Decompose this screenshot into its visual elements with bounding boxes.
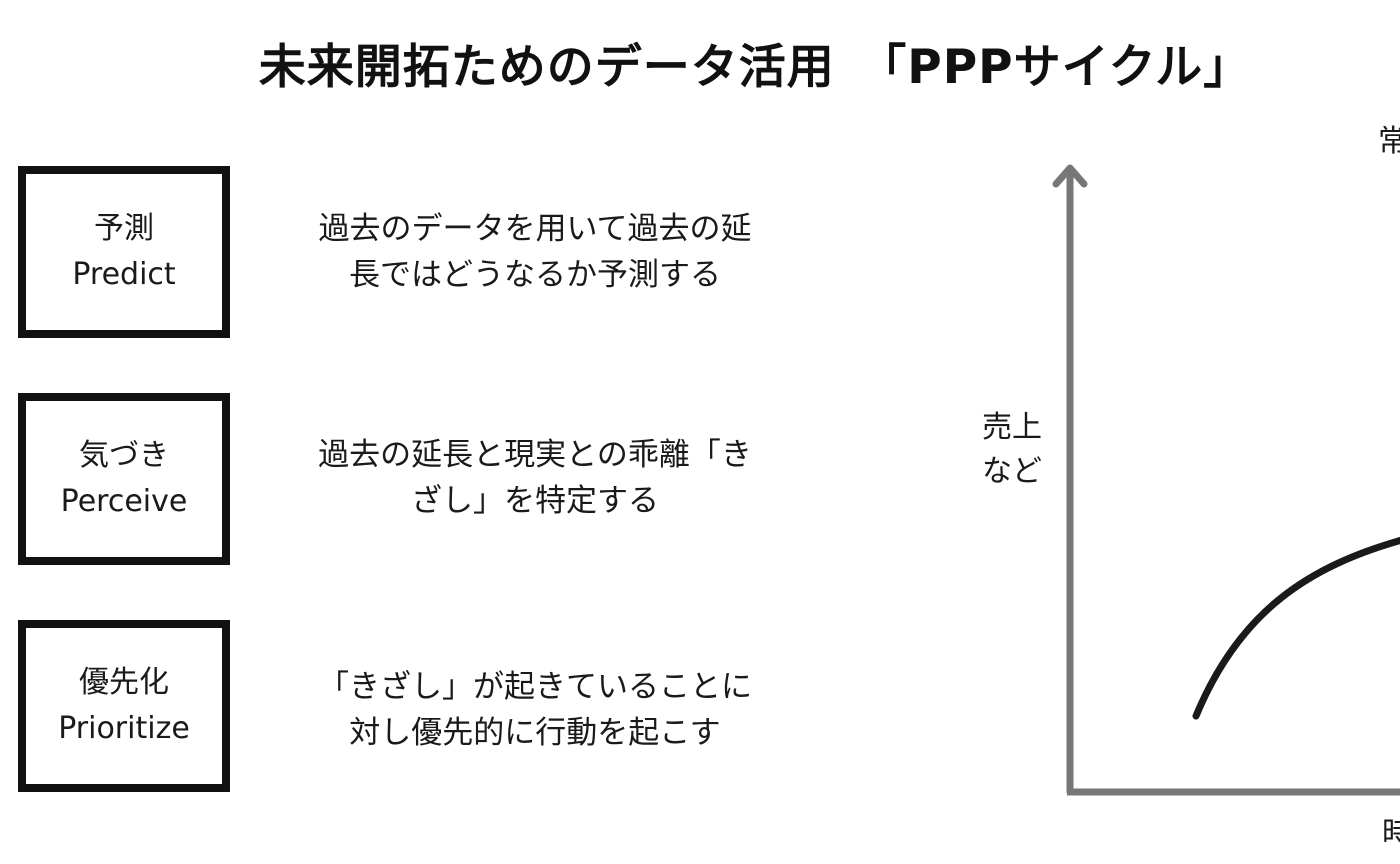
step-description-perceive: 過去の延長と現実との乖離「き ざし」を特定する (280, 432, 790, 524)
step-label-jp: 気づき (79, 438, 169, 473)
step-box-prioritize: 優先化 Prioritize (18, 620, 230, 792)
y-axis-label: 売上 など (982, 406, 1042, 494)
step-box-perceive: 気づき Perceive (18, 393, 230, 565)
top-right-label: 常 (1378, 124, 1400, 159)
page-title: 未来開拓ためのデータ活用 「PPPサイクル」 (258, 40, 1252, 95)
description-line: 「きざし」が起きていることに (318, 669, 752, 705)
description-line: 過去のデータを用いて過去の延 (318, 211, 752, 247)
step-label-en: Predict (72, 257, 176, 292)
step-label-en: Perceive (60, 484, 188, 519)
y-axis-label-line: 売上 (982, 410, 1042, 445)
description-line: 過去の延長と現実との乖離「き (318, 437, 752, 473)
step-label-jp: 優先化 (79, 665, 169, 700)
step-description-predict: 過去のデータを用いて過去の延 長ではどうなるか予測する (280, 206, 790, 298)
description-line: 長ではどうなるか予測する (349, 257, 721, 293)
trend-curve (1192, 536, 1400, 720)
description-line: ざし」を特定する (411, 483, 659, 519)
y-axis-label-line: など (982, 454, 1042, 489)
description-line: 対し優先的に行動を起こす (349, 715, 721, 751)
bottom-right-label: 時 (1382, 816, 1400, 851)
step-label-jp: 予測 (94, 211, 154, 246)
y-axis-arrowhead (1052, 164, 1088, 188)
step-box-predict: 予測 Predict (18, 166, 230, 338)
step-description-prioritize: 「きざし」が起きていることに 対し優先的に行動を起こす (280, 664, 790, 756)
step-label-en: Prioritize (58, 711, 190, 746)
